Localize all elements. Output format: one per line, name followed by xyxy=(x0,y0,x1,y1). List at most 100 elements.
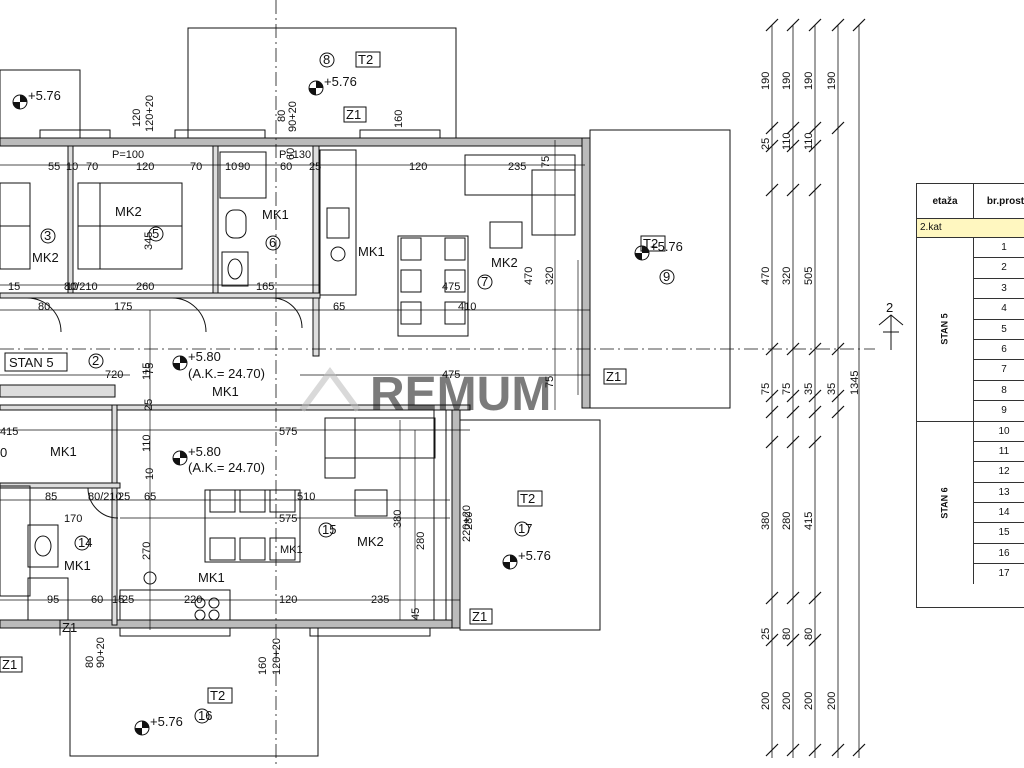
dimension-label: 45 xyxy=(410,608,422,620)
dimension-label: 380 xyxy=(392,510,404,528)
dimension-label: 120 xyxy=(136,161,154,173)
sink-6 xyxy=(221,251,249,287)
dimension-label: 10 xyxy=(225,161,237,173)
surface-code: MK2 xyxy=(491,255,518,270)
surface-code: MK1 xyxy=(358,244,385,259)
legend-row: 6 xyxy=(974,340,1024,361)
dimension-label: 25 xyxy=(118,491,130,503)
dimension-label: 165 xyxy=(256,281,274,293)
balcony-8 xyxy=(187,27,457,139)
surface-code: MK1 xyxy=(50,444,77,459)
dimension-label: 75 xyxy=(544,376,556,388)
legend-row: 15 xyxy=(974,523,1024,544)
dimension-label: 475 xyxy=(442,369,460,381)
elevation-label: +5.80 xyxy=(188,444,221,459)
shower-6 xyxy=(219,151,267,199)
dimension-label: 345 xyxy=(143,232,155,250)
dimension-label: 15 xyxy=(112,594,124,606)
dining-table-7 xyxy=(397,235,469,337)
col-br-header: br.prost xyxy=(986,195,1024,207)
dimension-label: 120 xyxy=(131,109,143,127)
dimension-label: 90+20 xyxy=(95,637,107,668)
dimension-label: 25 xyxy=(760,628,772,640)
kitchen-counter-7 xyxy=(319,149,357,296)
elevation-label: +5.76 xyxy=(324,74,357,89)
surface-code: MK1 xyxy=(280,544,303,556)
room-number: 9 xyxy=(663,269,670,284)
terrace-9 xyxy=(589,129,731,409)
sofa-15 xyxy=(324,417,436,459)
dimension-label: 55 xyxy=(48,161,60,173)
legend-row: 9 xyxy=(1001,405,1007,417)
elevation-label: +5.76 xyxy=(650,239,683,254)
dimension-label: 25 xyxy=(309,161,321,173)
dimension-label: 475 xyxy=(442,281,460,293)
surface-code: Z1 xyxy=(346,107,361,122)
dimension-label: 80 xyxy=(803,628,815,640)
dimension-label: 235 xyxy=(508,161,526,173)
room-number: 0 xyxy=(0,445,7,460)
dimension-label: 470 xyxy=(523,267,535,285)
surface-code: T2 xyxy=(210,688,225,703)
elevation-label: +5.76 xyxy=(28,88,61,103)
dimension-label: 35 xyxy=(826,383,838,395)
dimension-label: 110 xyxy=(141,434,153,452)
legend-row: 17 xyxy=(998,568,1010,580)
elevation-markers xyxy=(12,80,650,736)
legend-row: 3 xyxy=(974,279,1024,300)
dimension-label: 120 xyxy=(279,594,297,606)
dimension-label: 60 xyxy=(91,594,103,606)
dimension-label: 320 xyxy=(544,267,556,285)
dimension-label: 220 xyxy=(184,594,202,606)
dimension-label: 70 xyxy=(190,161,202,173)
top-wall xyxy=(0,137,591,147)
apartment-label: STAN 5 xyxy=(9,355,54,370)
elevation-label: +5.80 xyxy=(188,349,221,364)
surface-code: Z1 xyxy=(606,369,621,384)
dimension-label: P=100 xyxy=(112,149,144,161)
dimension-label: 110 xyxy=(803,132,815,150)
legend-row: 5 xyxy=(974,320,1024,340)
dimension-label: 200 xyxy=(760,692,772,710)
dimension-label: 115 xyxy=(141,362,153,380)
dimension-label: 190 xyxy=(803,72,815,90)
dimension-label: 80/210 xyxy=(88,491,122,503)
room-number: 16 xyxy=(198,708,212,723)
ak-label: (A.K.= 24.70) xyxy=(188,366,265,381)
dimension-label: 70 xyxy=(86,161,98,173)
dimension-label: 160 xyxy=(393,110,405,128)
dimension-label: 85 xyxy=(45,491,57,503)
dimension-label: 505 xyxy=(803,267,815,285)
dimension-label: 160 xyxy=(257,657,269,675)
dimension-label: 110 xyxy=(781,132,793,150)
dimension-label: 170 xyxy=(64,513,82,525)
dimension-label: 235 xyxy=(371,594,389,606)
dimension-label: 410 xyxy=(458,301,476,313)
dimension-label: 80/210 xyxy=(64,281,98,293)
watermark: REMUM xyxy=(299,366,551,421)
col-etaza-header: etaža xyxy=(917,184,974,218)
sink-14 xyxy=(27,524,59,568)
dimension-label: 95 xyxy=(47,594,59,606)
dimension-label: 60 xyxy=(285,148,297,160)
dimension-label: P=130 xyxy=(279,149,311,161)
dimension-label: 200 xyxy=(826,692,838,710)
legend-row: 14 xyxy=(974,503,1024,524)
right-wall-lower xyxy=(451,407,461,629)
surface-code: Z1 xyxy=(62,620,77,635)
room-number: 8 xyxy=(323,52,330,67)
shower-14 xyxy=(27,577,69,621)
toilet-6 xyxy=(225,209,247,239)
legend-row: 13 xyxy=(974,483,1024,504)
surface-code: T2 xyxy=(358,52,373,67)
dimension-label: 270 xyxy=(141,542,153,560)
dimension-label: 80 xyxy=(781,628,793,640)
legend-row: 12 xyxy=(974,462,1024,483)
legend-row: 2 xyxy=(974,258,1024,279)
dimension-label: 25 xyxy=(760,138,772,150)
room-number: 3 xyxy=(44,228,51,243)
dimension-label: 10 xyxy=(66,161,78,173)
